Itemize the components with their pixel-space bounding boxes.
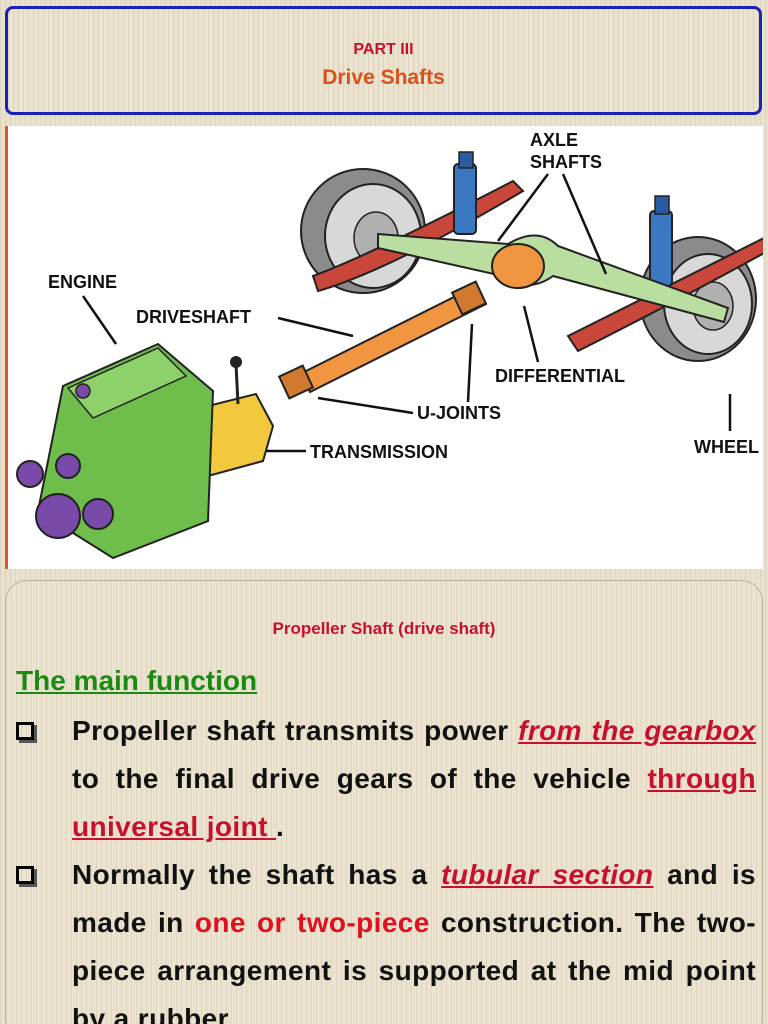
engine-block — [36, 342, 215, 560]
part-label: PART III — [353, 41, 414, 58]
main-function-heading: The main function — [16, 665, 258, 696]
text-run: Normally the shaft has a — [72, 859, 442, 890]
label-transmission: TRANSMISSION — [310, 442, 448, 462]
emphasis-text: from the gearbox — [518, 715, 756, 746]
title-box: PART III Drive Shafts — [5, 6, 762, 115]
bullet-item: Propeller shaft transmits power from the… — [16, 707, 756, 851]
label-driveshaft: DRIVESHAFT — [136, 307, 251, 327]
engine-pulleys — [16, 453, 114, 539]
highlight-text: one or two-piece — [194, 907, 430, 938]
drivetrain-diagram: AXLE SHAFTS ENGINE DRIVESHAFT DIFFERENTI… — [5, 126, 763, 569]
label-wheel: WHEEL — [694, 437, 759, 457]
text-run: to the final drive gears of the vehicle — [72, 763, 648, 794]
content-panel: Propeller Shaft (drive shaft) The main f… — [5, 580, 763, 1024]
text-run: . — [276, 811, 285, 842]
right-shock — [649, 195, 673, 287]
text-run: construction. The two-piece arrangement … — [72, 907, 756, 1024]
text-run: Propeller shaft transmits power — [72, 715, 519, 746]
section-subheading: Propeller Shaft (drive shaft) — [272, 619, 496, 638]
label-ujoints: U-JOINTS — [417, 403, 501, 423]
checkbox-bullet-icon — [16, 722, 34, 740]
checkbox-bullet-icon — [16, 866, 34, 884]
slide-title: Drive Shafts — [322, 66, 445, 89]
differential-housing — [491, 243, 545, 289]
front-u-joint — [277, 364, 315, 400]
bullet-item: Normally the shaft has a tubular section… — [16, 851, 756, 1024]
bullet-text: Normally the shaft has a tubular section… — [72, 851, 756, 1024]
emphasis-text: through universal joint — [72, 763, 756, 842]
bullet-list: Propeller shaft transmits power from the… — [16, 707, 756, 1024]
label-differential: DIFFERENTIAL — [495, 366, 625, 386]
label-axle-line2: SHAFTS — [530, 152, 602, 172]
emphasis-text: tubular section — [441, 859, 654, 890]
leader-lines — [81, 173, 732, 453]
label-engine: ENGINE — [48, 272, 117, 292]
left-shock — [453, 151, 477, 235]
text-run: and is made in — [72, 859, 756, 938]
rear-u-joint — [450, 280, 488, 316]
bullet-text: Propeller shaft transmits power from the… — [72, 707, 756, 851]
label-axle-line1: AXLE — [530, 130, 578, 150]
